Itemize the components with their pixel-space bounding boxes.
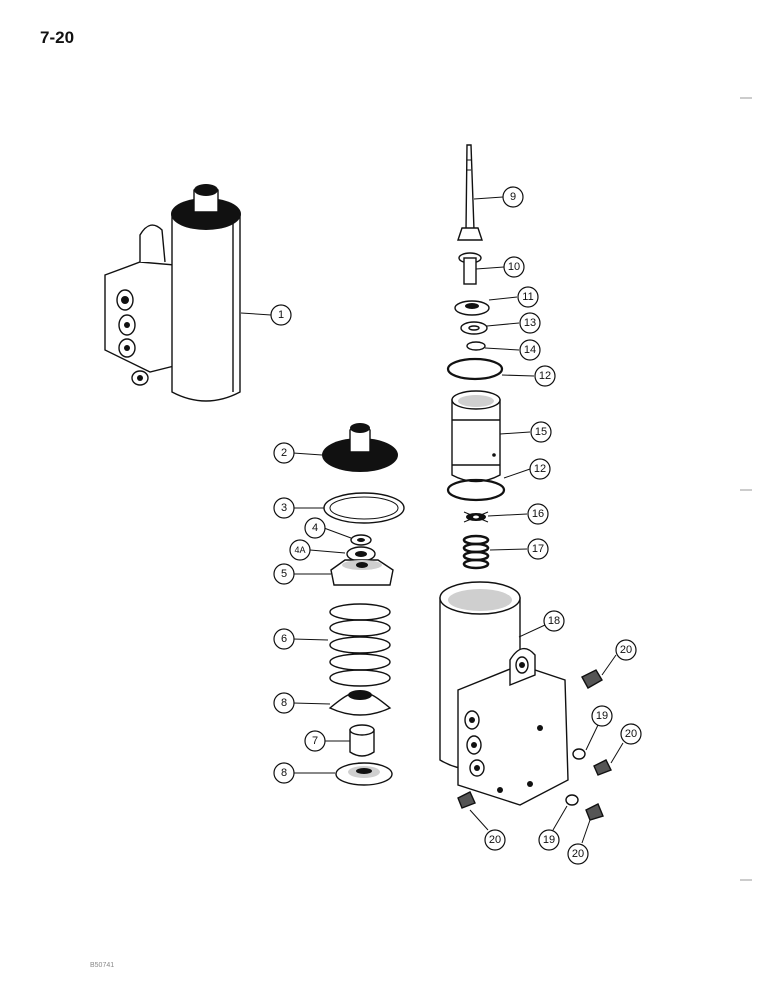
svg-text:16: 16 (532, 508, 544, 520)
svg-text:20: 20 (489, 834, 501, 846)
part-16-clip (463, 511, 489, 523)
callout-11: 11 (517, 286, 539, 308)
callout-4: 4 (304, 517, 326, 539)
part-5-seat (330, 559, 394, 586)
svg-text:2: 2 (281, 447, 287, 459)
svg-text:3: 3 (281, 502, 287, 514)
callout-4a: 4A (289, 539, 311, 561)
part-4a-washer (346, 546, 376, 562)
part-9-rod (457, 144, 483, 241)
callout-19-a: 19 (591, 705, 613, 727)
callout-1: 1 (270, 304, 292, 326)
part-18-housing (439, 581, 569, 806)
page-number: 7-20 (40, 28, 75, 47)
part-19-check-ball-b (565, 794, 579, 806)
part-7-bushing (349, 724, 375, 757)
callout-8-upper: 8 (273, 692, 295, 714)
part-8-spring-seat-lower (335, 762, 393, 786)
part-4-retainer (350, 534, 372, 546)
part-19-check-ball-a (572, 748, 586, 760)
svg-text:14: 14 (524, 344, 536, 356)
callout-17: 17 (527, 538, 549, 560)
callout-20-b: 20 (620, 723, 642, 745)
svg-text:4: 4 (312, 522, 318, 534)
svg-text:13: 13 (524, 317, 536, 329)
svg-text:5: 5 (281, 568, 287, 580)
part-20-plug-c (457, 791, 476, 809)
callout-12-upper: 12 (534, 365, 556, 387)
part-12-o-ring-lower (446, 478, 506, 502)
callout-20-a: 20 (615, 639, 637, 661)
callout-9: 9 (502, 186, 524, 208)
svg-text:18: 18 (548, 615, 560, 627)
svg-text:12: 12 (534, 463, 546, 475)
svg-text:20: 20 (620, 644, 632, 656)
svg-text:1: 1 (278, 309, 284, 321)
callout-14: 14 (519, 339, 541, 361)
callout-12-lower: 12 (529, 458, 551, 480)
callout-15: 15 (530, 421, 552, 443)
svg-text:19: 19 (543, 834, 555, 846)
svg-text:19: 19 (596, 710, 608, 722)
part-20-plug-d (585, 803, 604, 821)
part-14-o-ring (466, 341, 486, 351)
svg-text:9: 9 (510, 191, 516, 203)
part-2-cap (322, 423, 398, 472)
callout-8-lower: 8 (273, 762, 295, 784)
part-15-sleeve (451, 390, 501, 483)
svg-text:20: 20 (625, 728, 637, 740)
margin-marks (740, 97, 752, 881)
callout-20-c: 20 (484, 829, 506, 851)
part-13-washer (460, 321, 488, 335)
callout-3: 3 (273, 497, 295, 519)
svg-text:15: 15 (535, 426, 547, 438)
part-20-plug-b (593, 759, 612, 776)
callout-19-b: 19 (538, 829, 560, 851)
leader-lines (240, 196, 624, 844)
callout-13: 13 (519, 312, 541, 334)
callout-5: 5 (273, 563, 295, 585)
part-3-snap-ring (323, 492, 405, 524)
callout-2: 2 (273, 442, 295, 464)
svg-text:17: 17 (532, 543, 544, 555)
svg-text:4A: 4A (294, 545, 305, 555)
callout-10: 10 (503, 256, 525, 278)
callout-6: 6 (273, 628, 295, 650)
part-20-plug-a (581, 669, 603, 689)
svg-text:6: 6 (281, 633, 287, 645)
part-12-o-ring-upper (446, 357, 504, 381)
callout-20-d: 20 (567, 843, 589, 865)
svg-text:10: 10 (508, 261, 520, 273)
part-1-cylinder-assembly (104, 184, 241, 402)
svg-text:11: 11 (522, 291, 533, 303)
svg-text:12: 12 (539, 370, 551, 382)
svg-text:20: 20 (572, 848, 584, 860)
part-6-spring (329, 603, 391, 687)
callout-16: 16 (527, 503, 549, 525)
part-8-spring-seat-upper (328, 690, 392, 716)
part-11-valve-seat (454, 300, 490, 316)
reference-code: B50741 (90, 962, 115, 969)
part-10-pin (458, 252, 482, 285)
svg-text:7: 7 (312, 735, 318, 747)
svg-text:8: 8 (281, 767, 287, 779)
part-17-small-spring (462, 534, 490, 570)
callout-18: 18 (543, 610, 565, 632)
callout-7: 7 (304, 730, 326, 752)
svg-text:8: 8 (281, 697, 287, 709)
